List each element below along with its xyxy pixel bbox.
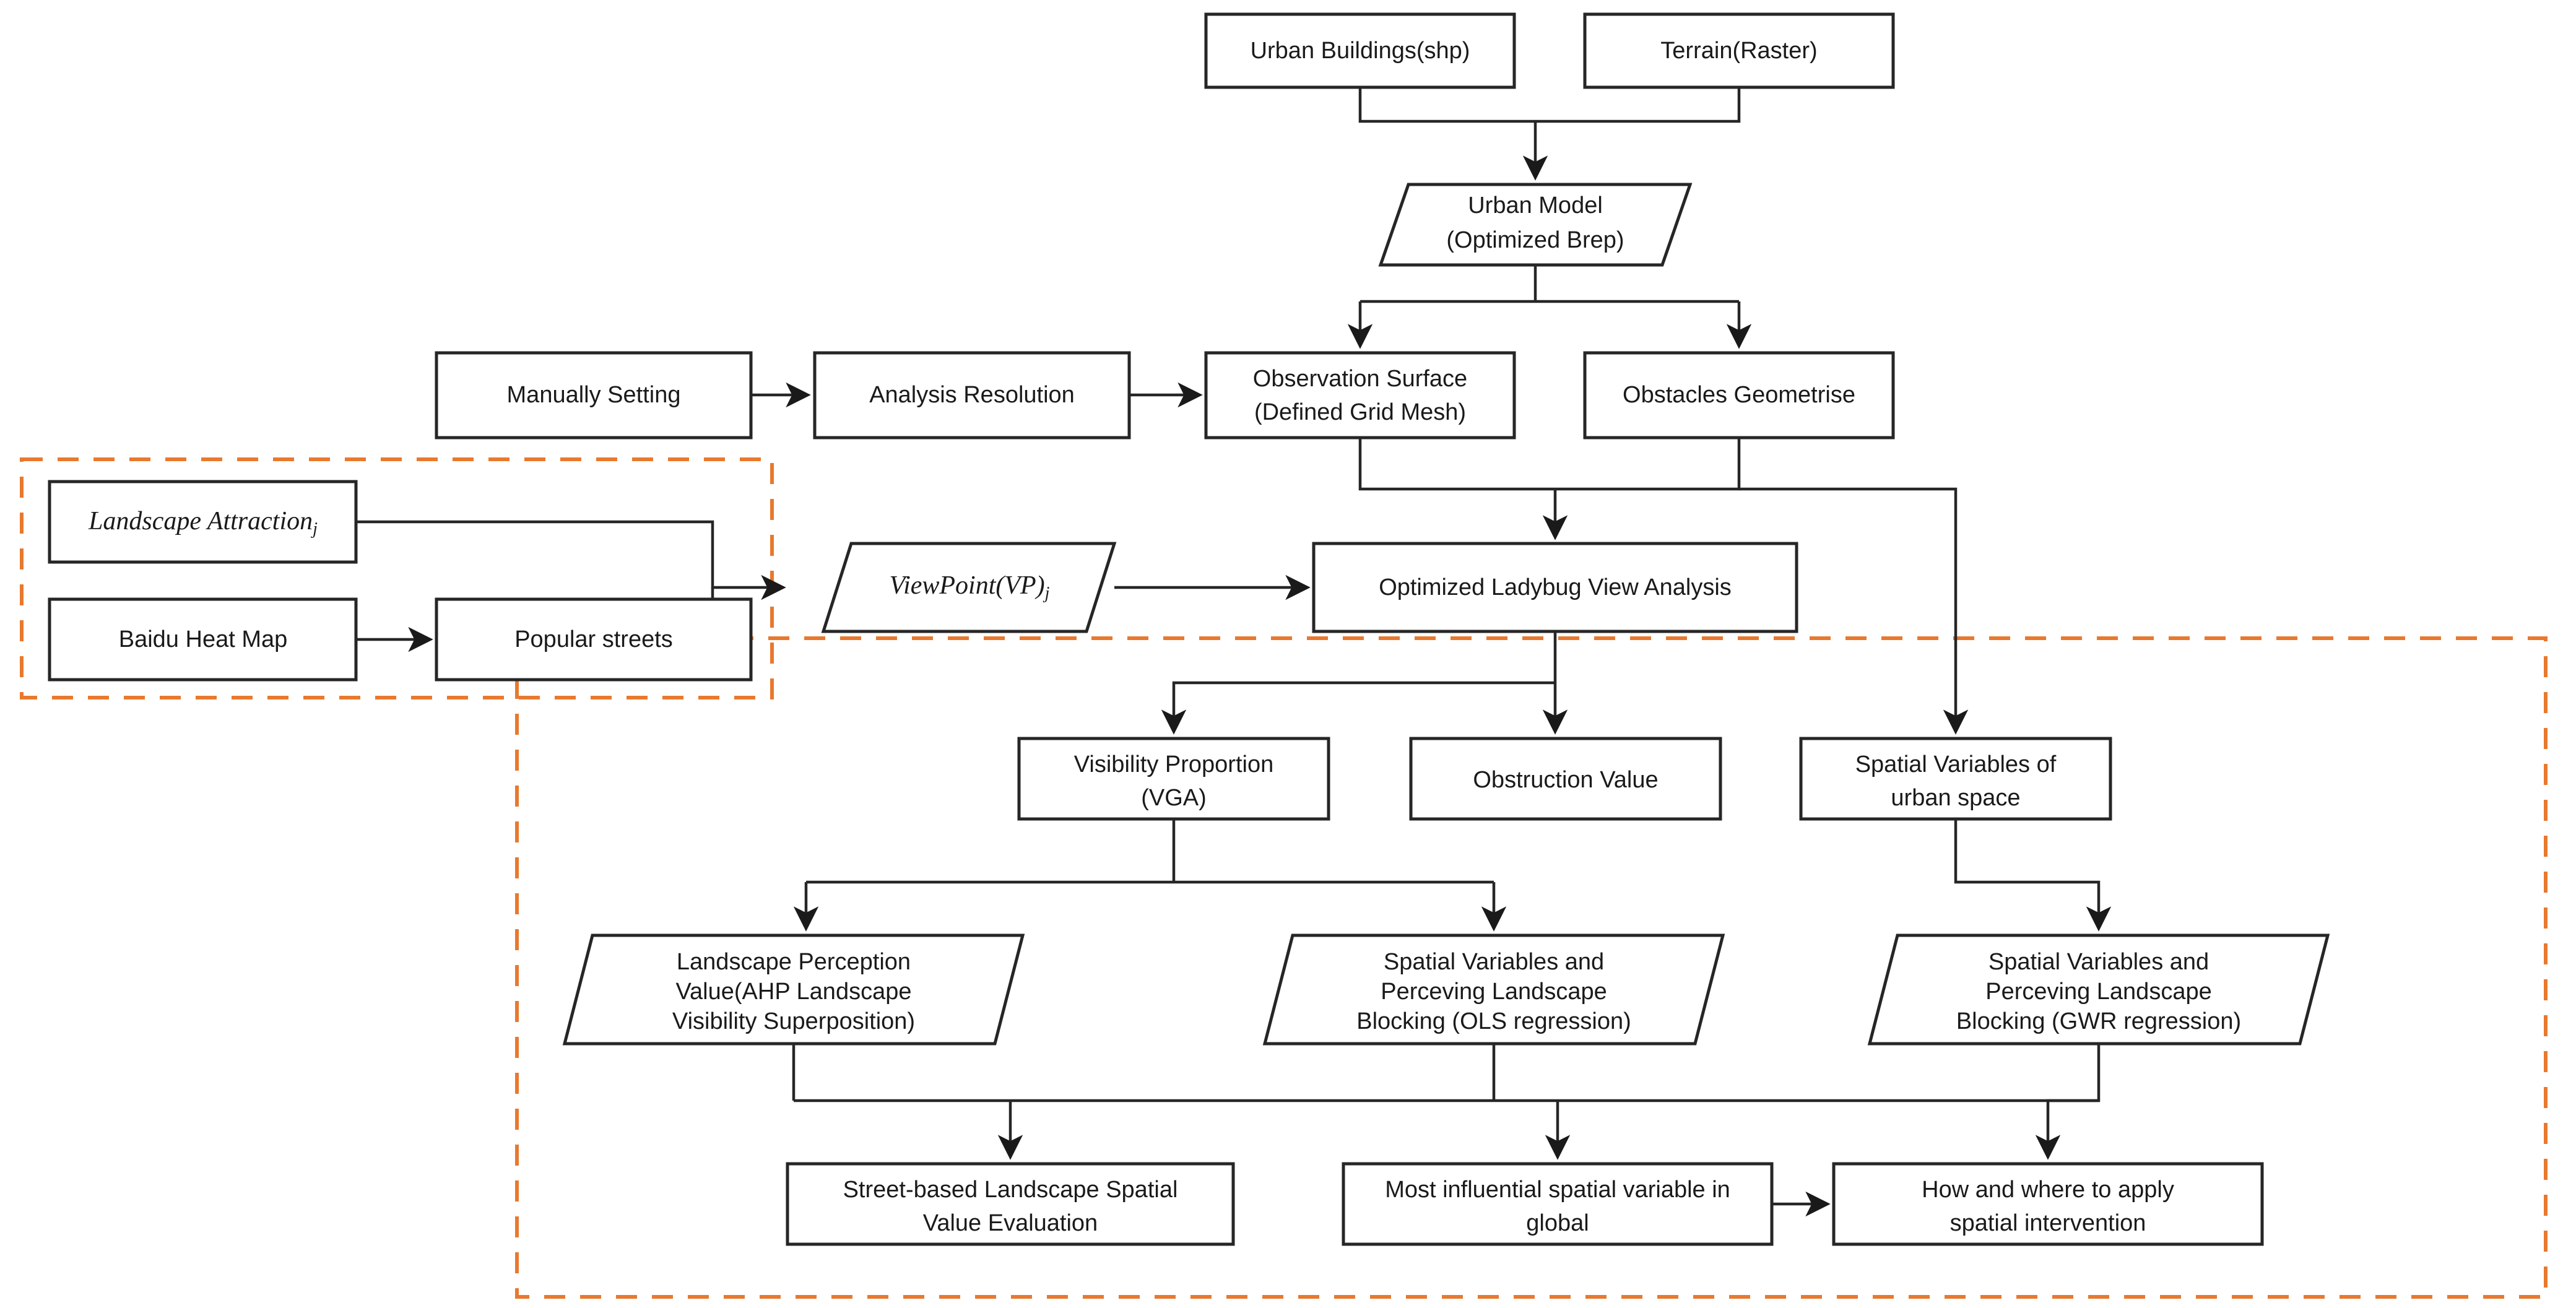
node-popular-streets[interactable]: Popular streets	[435, 597, 753, 682]
node-most-influential-label-1: Most influential spatial variable in	[1385, 1177, 1730, 1203]
node-observation-surface-label-1: Observation Surface	[1253, 366, 1467, 392]
node-viewpoint-vp-label: ViewPoint(VP)j	[890, 571, 1050, 604]
node-street-based-eval[interactable]: Street-based Landscape Spatial Value Eva…	[786, 1162, 1235, 1246]
node-spatial-variables-urban[interactable]: Spatial Variables of urban space	[1799, 737, 2112, 821]
node-urban-buildings[interactable]: Urban Buildings(shp)	[1204, 12, 1516, 89]
node-urban-model-label-1: Urban Model	[1468, 193, 1603, 219]
node-manually-setting-label: Manually Setting	[507, 382, 681, 408]
node-gwr-regression-label-3: Blocking (GWR regression)	[1956, 1008, 2241, 1034]
node-terrain-raster-label: Terrain(Raster)	[1660, 38, 1817, 64]
edge-ladybug-branch-left	[1161, 681, 1555, 735]
node-gwr-regression-label-1: Spatial Variables and	[1988, 949, 2209, 975]
node-landscape-perception-value[interactable]: Landscape Perception Value(AHP Landscape…	[562, 933, 1025, 1046]
node-most-influential[interactable]: Most influential spatial variable in glo…	[1342, 1162, 1774, 1246]
node-terrain-raster[interactable]: Terrain(Raster)	[1583, 12, 1895, 89]
edge-obstacles-to-spatial-variables	[1739, 487, 1969, 735]
node-obstacles-geometrise-label: Obstacles Geometrise	[1623, 382, 1855, 408]
edge-attraction-to-viewpoint	[356, 520, 786, 600]
node-landscape-attraction[interactable]: Landscape Attractionj	[48, 480, 358, 564]
node-landscape-perception-value-label-2: Value(AHP Landscape	[676, 979, 912, 1005]
node-landscape-perception-value-label-1: Landscape Perception	[677, 949, 911, 975]
node-urban-model[interactable]: Urban Model (Optimized Brep)	[1378, 183, 1693, 267]
group-analysis-dashed-box	[515, 636, 2548, 1299]
node-obstruction-value-label: Obstruction Value	[1473, 767, 1658, 793]
node-most-influential-label-2: global	[1526, 1210, 1589, 1236]
node-observation-surface[interactable]: Observation Surface (Defined Grid Mesh)	[1204, 351, 1516, 440]
node-viewpoint-vp[interactable]: ViewPoint(VP)j	[821, 542, 1117, 633]
node-visibility-proportion-label-1: Visibility Proportion	[1074, 751, 1273, 777]
edge-urban-buildings-to-urban-model	[1358, 87, 1741, 123]
node-analysis-resolution[interactable]: Analysis Resolution	[813, 351, 1131, 440]
node-analysis-resolution-label: Analysis Resolution	[869, 382, 1075, 408]
node-ols-regression-label-1: Spatial Variables and	[1384, 949, 1604, 975]
node-gwr-regression[interactable]: Spatial Variables and Perceving Landscap…	[1867, 933, 2330, 1046]
node-visibility-proportion-label-2: (VGA)	[1141, 785, 1207, 811]
edge-observation-obstacles-merge	[1358, 438, 1741, 491]
node-ols-regression-label-3: Blocking (OLS regression)	[1356, 1008, 1631, 1034]
node-manually-setting[interactable]: Manually Setting	[435, 351, 753, 440]
node-spatial-variables-urban-label-1: Spatial Variables of	[1855, 751, 2057, 777]
node-urban-buildings-label: Urban Buildings(shp)	[1251, 38, 1470, 64]
node-observation-surface-label-2: (Defined Grid Mesh)	[1254, 399, 1466, 425]
node-baidu-heat-map[interactable]: Baidu Heat Map	[48, 597, 358, 682]
node-ols-regression-label-2: Perceving Landscape	[1381, 979, 1607, 1005]
node-street-based-eval-label-1: Street-based Landscape Spatial	[843, 1177, 1178, 1203]
node-spatial-intervention[interactable]: How and where to apply spatial intervent…	[1832, 1162, 2264, 1246]
node-spatial-intervention-label-2: spatial intervention	[1950, 1210, 2146, 1236]
node-urban-model-label-2: (Optimized Brep)	[1446, 227, 1624, 253]
node-obstacles-geometrise[interactable]: Obstacles Geometrise	[1583, 351, 1895, 440]
edge-layer	[356, 87, 2112, 1217]
node-optimized-ladybug[interactable]: Optimized Ladybug View Analysis	[1312, 542, 1798, 633]
node-baidu-heat-map-label: Baidu Heat Map	[119, 626, 288, 652]
node-obstruction-value[interactable]: Obstruction Value	[1409, 737, 1722, 821]
node-landscape-perception-value-label-3: Visibility Superposition)	[672, 1008, 915, 1034]
node-spatial-variables-urban-label-2: urban space	[1891, 785, 2020, 811]
edge-spatialvars-down	[1954, 819, 2112, 932]
node-gwr-regression-label-2: Perceving Landscape	[1985, 979, 2211, 1005]
node-ols-regression[interactable]: Spatial Variables and Perceving Landscap…	[1262, 933, 1725, 1046]
node-popular-streets-label: Popular streets	[514, 626, 673, 652]
node-landscape-attraction-label: Landscape Attractionj	[88, 507, 318, 539]
edge-urban-model-split	[1360, 265, 1739, 303]
node-spatial-intervention-label-1: How and where to apply	[1922, 1177, 2174, 1203]
node-optimized-ladybug-label: Optimized Ladybug View Analysis	[1379, 574, 1732, 600]
node-street-based-eval-label-2: Value Evaluation	[923, 1210, 1098, 1236]
edge-gwr-to-intervention	[2035, 1044, 2101, 1160]
node-visibility-proportion[interactable]: Visibility Proportion (VGA)	[1017, 737, 1330, 821]
